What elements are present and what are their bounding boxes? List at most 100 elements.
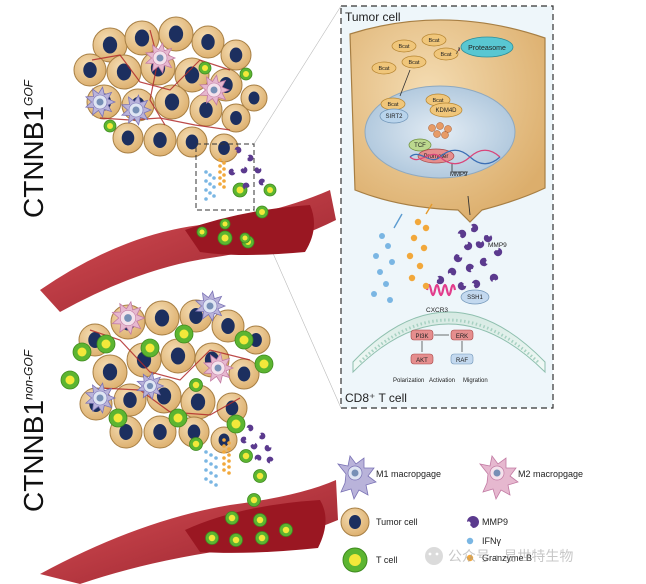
- mmp9-secreted-label: MMP9: [488, 242, 507, 249]
- granzyme-particle: [227, 459, 231, 463]
- legend-tcell-icon: [342, 547, 368, 573]
- ifng-particle: [208, 182, 212, 186]
- ifng-particle: [385, 243, 391, 249]
- m2-macrophage: [111, 300, 146, 336]
- tumor-cell: [228, 358, 260, 390]
- tumor-cell: [240, 84, 268, 112]
- granzyme-particle: [406, 252, 414, 260]
- legend-granzyme-label: Granzyme B: [482, 553, 532, 563]
- t-cell: [108, 408, 128, 428]
- ifng-particle: [209, 471, 213, 475]
- label-nongof-sup: non-GOF: [21, 349, 36, 400]
- proteasome-label: Proteasome: [468, 45, 506, 52]
- granzyme-particle: [227, 441, 231, 445]
- granzyme-particle: [414, 218, 422, 226]
- t-cell: [205, 531, 219, 545]
- bcat-5: [401, 55, 427, 69]
- tumor-cell: [143, 415, 177, 449]
- bcat-3-label: Bcat: [440, 52, 451, 58]
- mmp9-molecule: [479, 257, 488, 267]
- t-cell: [255, 531, 269, 545]
- label-gof-main: CTNNB1: [18, 105, 49, 218]
- ifng-particle: [214, 465, 218, 469]
- ifng-particle: [377, 269, 383, 275]
- bcat-2: [421, 33, 447, 47]
- mmp9-molecule: [453, 253, 463, 263]
- label-gof-sup: GOF: [21, 79, 36, 106]
- ifng-particle: [209, 480, 213, 484]
- granzyme-particle: [227, 453, 231, 457]
- t-cell: [253, 469, 267, 483]
- ifng-particle: [204, 468, 208, 472]
- mmp9-molecule: [259, 432, 266, 440]
- mmp9-molecule: [436, 275, 445, 285]
- kdm4d-label: KDM4D: [435, 108, 457, 114]
- pi3k-label: PI3K: [415, 334, 428, 340]
- mmp9-molecule: [242, 182, 250, 190]
- erk-label: ERK: [456, 334, 468, 340]
- ifng-particle: [212, 176, 216, 180]
- watermark: 公众号 · 易世特生物: [425, 547, 573, 565]
- arrow-bcat-import: [399, 69, 411, 97]
- m1-macrophage: [136, 371, 165, 401]
- sirt2: [379, 108, 409, 124]
- granzyme-particle: [222, 173, 226, 177]
- t-cell: [168, 408, 188, 428]
- granzyme-particle: [227, 465, 231, 469]
- granzyme-particle: [218, 158, 222, 162]
- granzyme-particle: [416, 262, 424, 270]
- legend-m1-label: M1 macropgage: [376, 469, 441, 479]
- mmp9-molecule: [483, 234, 493, 243]
- tumor-cell: [92, 354, 128, 390]
- tumor-cell: [112, 122, 144, 154]
- akt-box: [410, 353, 434, 365]
- t-cell: [239, 232, 251, 244]
- tumor-cell: [220, 39, 252, 71]
- granzyme-particle: [222, 185, 226, 189]
- tumor-cell: [211, 309, 245, 343]
- granzyme-particle: [227, 447, 231, 451]
- t-cell: [72, 342, 92, 362]
- granzyme-particle: [227, 471, 231, 475]
- granzyme-particle: [222, 468, 226, 472]
- granzyme-particle: [410, 234, 418, 242]
- granzyme-particle: [422, 282, 430, 290]
- bcat-3: [433, 47, 459, 61]
- bcat-1-label: Bcat: [398, 44, 409, 50]
- mmp9-molecule: [447, 267, 457, 276]
- mmp9-molecule: [463, 241, 473, 251]
- ifng-particle: [214, 456, 218, 460]
- ifng-particle: [208, 191, 212, 195]
- bcat-2-label: Bcat: [428, 38, 439, 44]
- cxcr3-label: CXCR3: [426, 307, 448, 314]
- bcat-4-label: Bcat: [378, 66, 389, 72]
- legend-ifng-label: IFNγ: [482, 536, 501, 546]
- granzyme-particle: [218, 176, 222, 180]
- mmp9-molecule: [470, 223, 479, 233]
- m2-macrophage: [202, 352, 235, 384]
- legend-mmp9-icon: [467, 516, 479, 528]
- bcat-1: [391, 39, 417, 53]
- mmp9-molecule: [457, 229, 467, 239]
- cxcr3-receptor: [425, 283, 457, 297]
- ifng-particle: [204, 477, 208, 481]
- legend-tumor-label: Tumor cell: [376, 517, 418, 527]
- mmp9-molecule: [465, 263, 474, 273]
- tumor-cell: [113, 383, 147, 417]
- legend-mmp9-label: MMP9: [482, 517, 508, 527]
- granzyme-particle: [222, 161, 226, 165]
- zoom-inset-box: [195, 143, 255, 211]
- t-cell: [263, 183, 277, 197]
- tumor-cell: [124, 20, 160, 56]
- bcat-6-label: Bcat: [387, 102, 398, 108]
- tumor-cell: [176, 126, 208, 158]
- proteasome: [460, 36, 514, 58]
- granzyme-particle: [222, 179, 226, 183]
- ifng-particle: [204, 170, 208, 174]
- ifng-particle: [204, 450, 208, 454]
- granzyme-particle: [408, 274, 416, 282]
- legend-m2-label: M2 macropgage: [518, 469, 583, 479]
- granzyme-particle: [218, 164, 222, 168]
- t-cell: [253, 513, 267, 527]
- tumor-cell: [73, 53, 107, 87]
